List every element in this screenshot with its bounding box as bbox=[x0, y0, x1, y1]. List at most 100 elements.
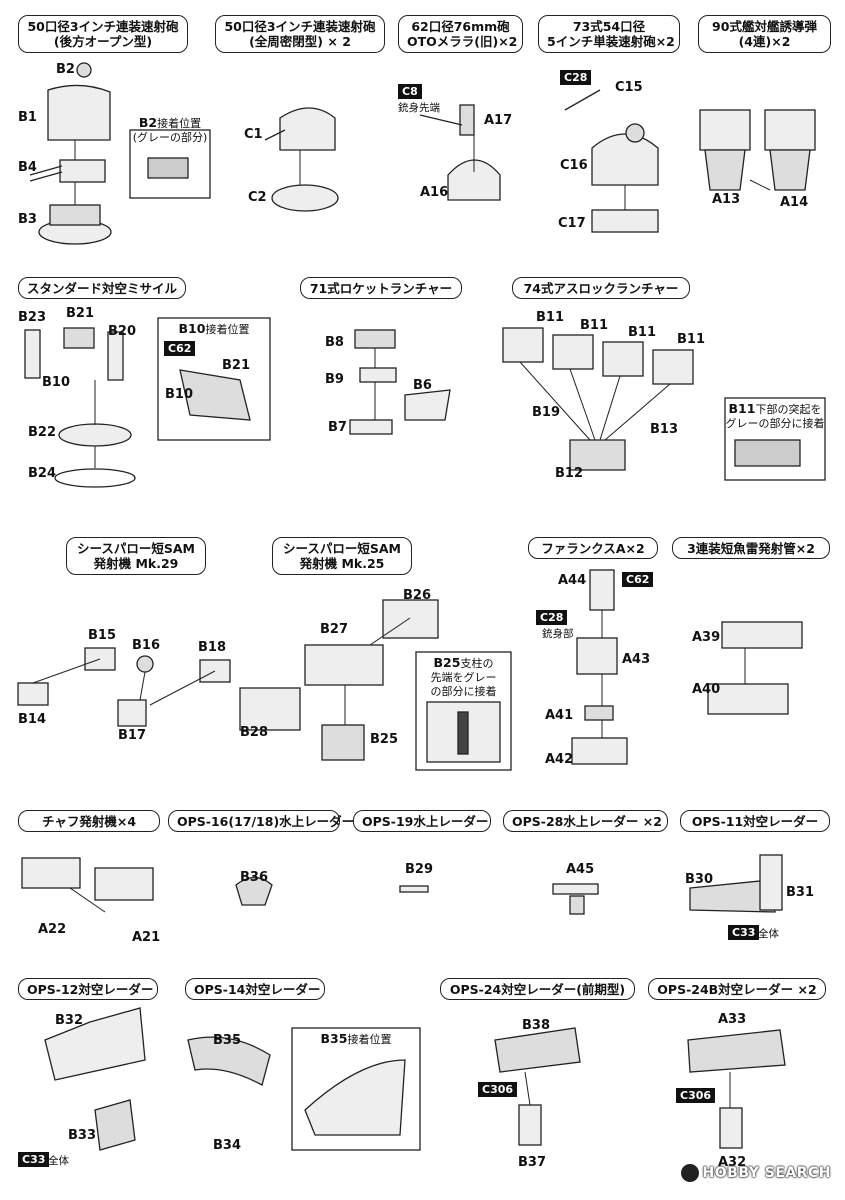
title-chaff: チャフ発射機×4 bbox=[18, 810, 160, 832]
title-mk29: シースパロー短SAM 発射機 Mk.29 bbox=[66, 537, 206, 575]
title-ciws: ファランクスA×2 bbox=[528, 537, 658, 559]
part-label: B17 bbox=[118, 728, 146, 743]
color-tag: C306 bbox=[676, 1088, 716, 1103]
title-line1: 71式ロケットランチャー bbox=[309, 280, 453, 296]
note-text: 下部の突起を bbox=[755, 403, 822, 416]
part-label: B2 bbox=[56, 62, 75, 77]
part-label: A14 bbox=[780, 195, 809, 210]
watermark-text: HOBBY SEARCH bbox=[702, 1165, 831, 1181]
c28-note: 銃身部 bbox=[542, 628, 574, 640]
color-tag: C33 bbox=[728, 925, 760, 940]
title-asroc: 74式アスロックランチャー bbox=[512, 277, 690, 299]
part-label: B24 bbox=[28, 466, 56, 481]
part-label: C15 bbox=[615, 80, 643, 95]
part-label: B9 bbox=[325, 372, 344, 387]
part-label: B26 bbox=[403, 588, 431, 603]
part-label: A22 bbox=[38, 922, 67, 937]
title-ssm: 90式艦対艦誘導弾 (4連)×2 bbox=[698, 15, 831, 53]
part-label: A21 bbox=[132, 930, 161, 945]
part-label: B6 bbox=[413, 378, 432, 393]
part-label: B11 bbox=[677, 332, 705, 347]
color-tag: C28 bbox=[560, 70, 592, 85]
title-ops12: OPS-12対空レーダー bbox=[18, 978, 158, 1000]
c8-note: 銃身先端 bbox=[398, 102, 440, 114]
title-line1: OPS-14対空レーダー bbox=[194, 981, 321, 997]
part-label: A33 bbox=[718, 1012, 747, 1027]
part-label: B13 bbox=[650, 422, 678, 437]
part-label: A45 bbox=[566, 862, 595, 877]
note-title: B25 bbox=[433, 655, 461, 670]
title-ops19: OPS-19水上レーダー bbox=[353, 810, 491, 832]
part-label: B18 bbox=[198, 640, 226, 655]
part-label: B33 bbox=[68, 1128, 96, 1143]
part-label: B12 bbox=[555, 466, 583, 481]
title-line1: OPS-12対空レーダー bbox=[27, 981, 154, 997]
part-label: B8 bbox=[325, 335, 344, 350]
note-text: 先端をグレー bbox=[430, 671, 497, 684]
color-tag: C8 bbox=[398, 84, 422, 99]
part-label: B15 bbox=[88, 628, 116, 643]
part-label: A39 bbox=[692, 630, 721, 645]
title-line2: OTOメララ(旧)×2 bbox=[407, 34, 518, 49]
title-ops11: OPS-11対空レーダー bbox=[680, 810, 830, 832]
note-b11-position: B11下部の突起をグレーの部分に接着 bbox=[725, 398, 825, 438]
title-line2: (全周密閉型) × 2 bbox=[249, 34, 351, 49]
title-line1: 62口径76mm砲 bbox=[411, 19, 510, 34]
part-label: A44 bbox=[558, 573, 587, 588]
part-label: A16 bbox=[420, 185, 449, 200]
title-line2: (後方オープン型) bbox=[53, 34, 153, 49]
part-label: A17 bbox=[484, 113, 513, 128]
note-b35-position: B35接着位置 bbox=[292, 1028, 420, 1058]
title-5inch: 73式54口径 5インチ単装速射砲×2 bbox=[538, 15, 680, 53]
part-label: B4 bbox=[18, 160, 37, 175]
note-text: グレーの部分に接着 bbox=[725, 417, 825, 430]
title-line1: 50口径3インチ連装速射砲 bbox=[27, 19, 179, 34]
part-label: C17 bbox=[558, 216, 586, 231]
part-label: B22 bbox=[28, 425, 56, 440]
title-ops24: OPS-24対空レーダー(前期型) bbox=[440, 978, 635, 1000]
part-label: B27 bbox=[320, 622, 348, 637]
title-line1: OPS-19水上レーダー bbox=[362, 813, 489, 829]
title-line1: ファランクスA×2 bbox=[541, 540, 645, 556]
part-label: B31 bbox=[786, 885, 814, 900]
part-label: C16 bbox=[560, 158, 588, 173]
part-label: B36 bbox=[240, 870, 268, 885]
title-line1: OPS-11対空レーダー bbox=[691, 813, 819, 829]
note-title: B2 bbox=[138, 115, 158, 130]
title-line1: OPS-16(17/18)水上レーダー bbox=[177, 813, 355, 829]
part-label: B32 bbox=[55, 1013, 83, 1028]
part-label: C2 bbox=[248, 190, 267, 205]
note-b2-position: B2接着位置(グレーの部分) bbox=[130, 112, 210, 198]
note-title: B35 bbox=[320, 1031, 348, 1046]
note-title: B11 bbox=[728, 401, 756, 416]
part-label: C1 bbox=[244, 127, 263, 142]
note-text: 接着位置 bbox=[205, 323, 250, 336]
note-b10-position: B10接着位置 bbox=[158, 318, 270, 348]
title-torpedo: 3連装短魚雷発射管×2 bbox=[672, 537, 830, 559]
title-line1: OPS-28水上レーダー ×2 bbox=[512, 813, 662, 829]
title-line1: 90式艦対艦誘導弾 bbox=[712, 19, 817, 34]
part-label: B29 bbox=[405, 862, 433, 877]
hobby-search-logo-icon bbox=[680, 1164, 699, 1182]
note-b25-position: B25支柱の先端をグレーの部分に接着 bbox=[416, 652, 511, 702]
title-line1: スタンダード対空ミサイル bbox=[27, 280, 178, 296]
color-tag: C62 bbox=[622, 572, 654, 587]
title-line1: チャフ発射機×4 bbox=[41, 813, 137, 829]
title-ops16: OPS-16(17/18)水上レーダー bbox=[168, 810, 355, 832]
part-label: B30 bbox=[685, 872, 713, 887]
note-text: 支柱の bbox=[460, 657, 494, 670]
part-label: B10 bbox=[42, 375, 70, 390]
part-label: A40 bbox=[692, 682, 721, 697]
note-text: (グレーの部分) bbox=[132, 131, 208, 144]
title-line2: 発射機 Mk.29 bbox=[93, 556, 179, 571]
part-label: B34 bbox=[213, 1138, 241, 1153]
part-label: B37 bbox=[518, 1155, 546, 1170]
color-tag: C306 bbox=[478, 1082, 518, 1097]
part-label: B16 bbox=[132, 638, 160, 653]
zentai-note: 全体 bbox=[758, 928, 779, 940]
title-line2: 5インチ単装速射砲×2 bbox=[547, 34, 675, 49]
title-ops14: OPS-14対空レーダー bbox=[185, 978, 325, 1000]
part-label: B19 bbox=[532, 405, 560, 420]
part-label: B3 bbox=[18, 212, 37, 227]
